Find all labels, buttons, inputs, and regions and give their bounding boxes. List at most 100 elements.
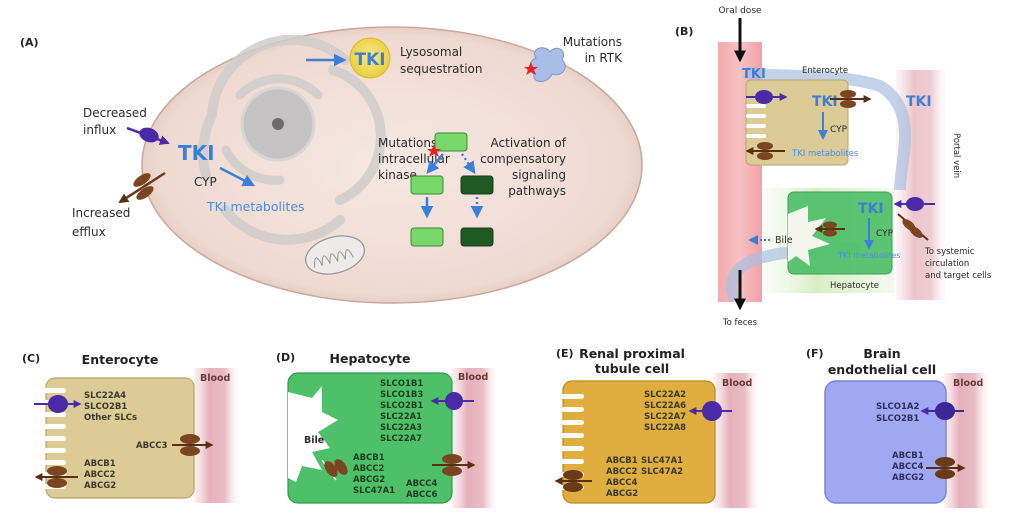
kinase-arrow (426, 153, 444, 174)
b-enterocyte-microvilli (746, 104, 766, 138)
gene-label: ABCG2 (353, 475, 385, 485)
gene-label: ABCC4 (406, 479, 438, 489)
c-blood-label: Blood (200, 373, 230, 384)
lysosome-label-2: sequestration (400, 62, 482, 76)
gene-label: SLC22A3 (380, 423, 422, 433)
gene-label: ABCC2 (353, 464, 385, 474)
b-portal-vein-label: Portal vein (951, 133, 961, 178)
c-blood-vessel (194, 368, 238, 503)
e-blood-label: Blood (722, 378, 752, 389)
nucleus (198, 34, 386, 245)
gene-label: SLC22A8 (644, 423, 686, 433)
b-systemic-label-3: and target cells (925, 271, 992, 281)
b-tki-hepatocyte: TKI (858, 201, 884, 217)
b-influx-enterocyte (746, 90, 788, 104)
compensatory-box-mid (460, 175, 494, 195)
gene-label: SLCO1B1 (380, 379, 423, 389)
b-cyp-hepatocyte: CYP (876, 229, 894, 239)
gene-label: ABCG2 (606, 489, 638, 499)
gene-label: SLC22A2 (644, 390, 686, 400)
gene-label: ABCC4 (606, 478, 638, 488)
gene-label: SLCO2B1 (876, 414, 919, 424)
gene-label: SLCO1A2 (876, 402, 919, 412)
b-tki-portal: TKI (906, 94, 932, 110)
tki-label: TKI (178, 141, 215, 165)
gene-label: ABCB1 (84, 459, 116, 469)
comp-label-1: Activation of (491, 136, 567, 150)
f-efflux-transporter (926, 457, 966, 479)
b-tki-gut: TKI (742, 67, 766, 82)
gene-label: SLC47A1 (353, 486, 395, 496)
b-metabolites-enterocyte: TKI metabolites (791, 149, 859, 159)
panel-a: (A) TKI Lysosomal sequestration Mutation… (20, 26, 643, 304)
b-hepatocyte-label: Hepatocyte (830, 281, 879, 291)
kinase-box-mid (410, 175, 444, 195)
efflux-label-2: efflux (72, 225, 106, 239)
b-cyp-enterocyte: CYP (830, 125, 848, 135)
efflux-label-1: Increased (72, 206, 130, 220)
gene-label: SLCO2B1 (380, 401, 423, 411)
gene-label: ABCC3 (136, 441, 168, 451)
cyp-label: CYP (194, 175, 217, 189)
panel-c-label: (C) (22, 352, 40, 365)
gene-label: SLC22A7 (644, 412, 686, 422)
b-metabolites-hepatocyte: TKI metabolites (837, 251, 900, 260)
panel-d: (D) Hepatocyte Blood Bile SLCO1B1SLCO1B3… (276, 351, 496, 508)
gene-label: SLC47A2 (641, 467, 683, 477)
b-influx-hepatocyte (893, 197, 935, 211)
comp-label-2: compensatory (480, 152, 566, 166)
d-influx-gene-list: SLCO1B1SLCO1B3SLCO2B1SLC22A1SLC22A3SLC22… (380, 379, 423, 444)
gene-label: ABCG2 (892, 473, 924, 483)
to-feces-label: To feces (722, 318, 758, 328)
compensatory-arrow (460, 153, 476, 175)
panel-c: (C) Enterocyte Blood SLC22A4SLCO2B1Other… (22, 352, 238, 503)
b-efflux-enterocyte-apical (745, 142, 785, 160)
flow-path-portal (742, 66, 911, 191)
gene-label: ABCC4 (892, 462, 924, 472)
oral-dose-label: Oral dose (718, 6, 762, 16)
rtk-label-2: in RTK (585, 51, 624, 65)
panel-f: (F) Brain endothelial cell Blood SLCO1A2… (806, 346, 988, 508)
panel-c-title: Enterocyte (82, 352, 159, 367)
c-basolateral-transporter (172, 434, 214, 456)
d-basolateral-transporter (432, 454, 476, 476)
mutation-star-kinase (427, 144, 441, 157)
d-bile-canaliculus (288, 386, 338, 482)
f-blood-vessel (944, 373, 988, 508)
panel-b: (B) Oral dose TKI Enterocyte TKI CYP TKI… (675, 6, 992, 328)
compensatory-box-bottom (460, 227, 494, 247)
f-influx-transporter (920, 402, 964, 420)
kinase-label-3: kinase (378, 168, 417, 182)
b-efflux-hepatocyte-bile (814, 221, 845, 237)
b-enterocyte-label: Enterocyte (802, 66, 848, 76)
gene-label: ABCC6 (406, 490, 438, 500)
b-efflux-hepatocyte-blood (897, 213, 929, 241)
lysosome-tki: TKI (354, 50, 385, 70)
comp-label-4: pathways (508, 184, 566, 198)
gene-label: SLC47A1 (641, 456, 683, 466)
panel-a-label: (A) (20, 36, 39, 49)
d-influx-transporter (430, 392, 474, 410)
panel-f-title-2: endothelial cell (828, 362, 936, 377)
d-blood-label: Blood (458, 372, 488, 383)
lysosome-label-1: Lysosomal (400, 45, 462, 59)
gene-label: SLC22A1 (380, 412, 422, 422)
panel-e-title-1: Renal proximal (579, 346, 685, 361)
gene-label: SLC22A6 (644, 401, 686, 411)
panel-f-label: (F) (806, 347, 824, 360)
panel-e-title-2: tubule cell (595, 361, 669, 376)
mutation-star-rtk (524, 62, 538, 75)
gene-label: ABCB1 (606, 456, 638, 466)
d-blood-vessel (452, 368, 496, 508)
rtk-receptor (529, 47, 566, 82)
mitochondrion (305, 235, 365, 275)
